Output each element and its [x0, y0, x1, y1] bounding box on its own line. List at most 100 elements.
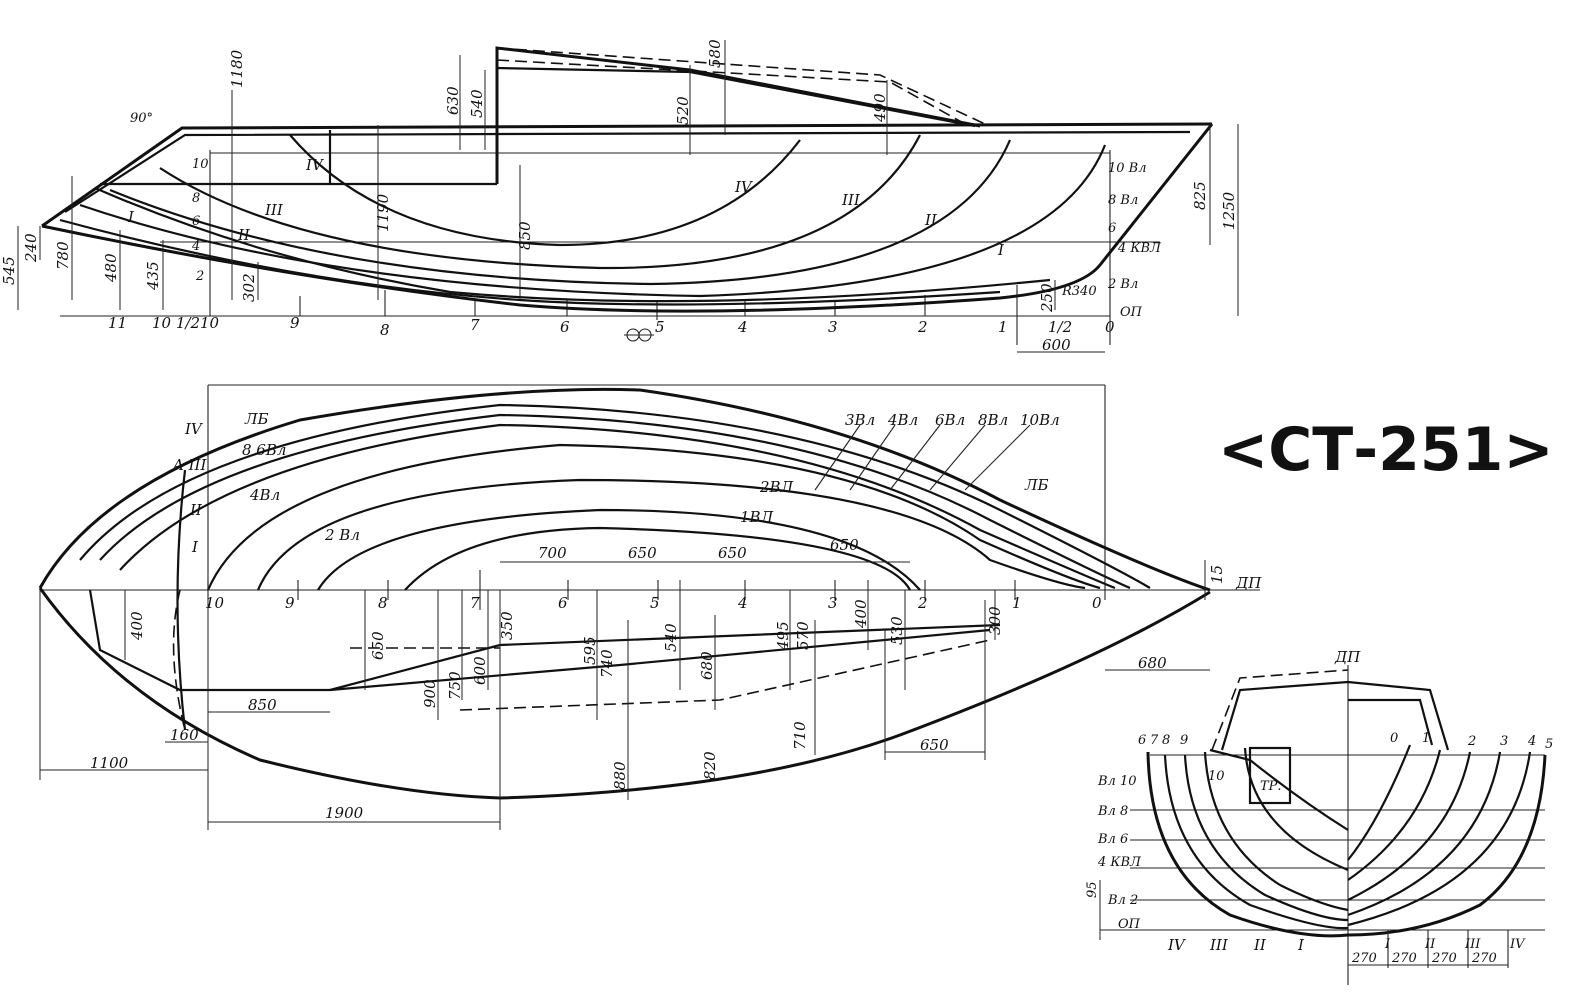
body-spacing-4: 270	[1471, 951, 1497, 966]
body-spacing-3: 270	[1431, 951, 1457, 966]
body-spacing-1: 270	[1351, 951, 1377, 966]
deck-edge	[64, 130, 1191, 213]
dim-1180: 1180	[228, 49, 246, 88]
plan-dim-160: 160	[170, 726, 199, 744]
body-cabin-top	[1220, 680, 1450, 751]
section-4	[1347, 751, 1532, 927]
plan-dim-740: 740	[598, 649, 616, 678]
plan-dim-700: 700	[538, 544, 567, 562]
body-wl-8-label: Вл 8	[1097, 804, 1128, 819]
wl-10-right: 10 Вл	[1108, 161, 1147, 176]
dim-1190: 1190	[374, 193, 392, 232]
station-0: 0	[1105, 318, 1115, 336]
body-station-9: 9	[1180, 733, 1188, 748]
transom-box	[1248, 746, 1292, 805]
section-0	[1347, 744, 1412, 861]
wl-4-right: 4 КВЛ	[1117, 241, 1162, 256]
body-buttock-III-right: III	[1464, 937, 1481, 952]
body-buttock-I-left: I	[1297, 936, 1305, 954]
body-wl-4-label: 4 КВЛ	[1097, 855, 1142, 870]
plan-dim-650-b: 650	[718, 544, 747, 562]
plan-label-6vl: 6Вл	[935, 411, 965, 429]
plan-dim-650-left: 650	[369, 631, 387, 660]
plan-station-10: 10	[205, 594, 225, 612]
plan-dim-710: 710	[791, 721, 809, 750]
plan-dim-820: 820	[701, 751, 719, 780]
body-station-0: 0	[1390, 731, 1398, 746]
station-3: 3	[828, 318, 838, 336]
transom-dashed	[172, 589, 186, 731]
station-10: 10	[200, 314, 220, 332]
sheer-line	[41, 122, 1213, 228]
plan-station-0: 0	[1092, 594, 1102, 612]
plan-label-4vl-left: 4Вл	[249, 486, 280, 504]
wl-10-left: 10	[192, 157, 209, 172]
wl-2-right: 2 Вл	[1107, 277, 1138, 292]
body-buttock-IV-right: IV	[1509, 937, 1526, 952]
wl-2-plan	[317, 508, 921, 591]
plan-label-2vl: 2 Вл	[324, 526, 360, 544]
windshield-lower	[496, 66, 976, 128]
buttock-III-side	[159, 134, 921, 270]
dim-250: 250	[1038, 283, 1056, 313]
plan-dim-300: 300	[986, 606, 1004, 635]
plan-dim-595: 595	[581, 636, 599, 665]
side-dimension-lines	[17, 40, 1239, 353]
plan-station-5: 5	[650, 594, 660, 612]
section-8	[1183, 754, 1349, 922]
plan-dim-540: 540	[662, 623, 680, 652]
cockpit-outline	[88, 589, 1001, 692]
station-5: 5	[655, 318, 665, 336]
station-9: 9	[290, 314, 300, 332]
plan-label-1vl: 1ВЛ	[740, 508, 774, 526]
plan-label-4vl: 4Вл	[887, 411, 918, 429]
body-buttock-I-right: I	[1384, 937, 1391, 952]
wl-6-right: 6	[1108, 221, 1116, 236]
dim-520: 520	[674, 96, 692, 125]
midship-symbol-icon	[624, 328, 654, 342]
plan-label-lb-left: ЛБ	[244, 410, 269, 428]
body-buttock-II-left: II	[1253, 936, 1267, 954]
buttock-label-IV-b: IV	[734, 178, 754, 196]
plan-dim-750: 750	[446, 671, 464, 700]
plan-dim-650-right: 650	[920, 736, 949, 754]
body-dim-95: 95	[1085, 881, 1100, 898]
buttock-II-side	[109, 139, 1012, 286]
body-station-6: 6	[1138, 733, 1146, 748]
plan-dimension-lines	[39, 560, 1210, 830]
plan-dim-600: 600	[471, 656, 489, 685]
plan-dim-650-c: 650	[830, 536, 859, 554]
dim-630: 630	[444, 86, 462, 115]
plan-dim-1900: 1900	[325, 804, 364, 822]
wl-8-plan	[99, 413, 1131, 590]
wl-1-plan	[404, 526, 911, 591]
body-station-10: 10	[1208, 769, 1225, 784]
dim-825: 825	[1191, 181, 1209, 210]
section-9	[1203, 751, 1349, 912]
dim-R340: R340	[1061, 284, 1097, 299]
sheer-plan-lower	[38, 587, 1211, 800]
cockpit-inner	[329, 628, 991, 692]
body-transom-label: ТР.	[1260, 779, 1282, 794]
section-3	[1347, 751, 1502, 917]
dim-850: 850	[516, 221, 534, 250]
station-4: 4	[737, 318, 748, 336]
dim-545: 545	[0, 256, 18, 285]
buttock-label-III-b: III	[841, 191, 861, 209]
plan-buttock-IV: IV	[184, 420, 204, 438]
body-cabin-dashed	[1211, 669, 1349, 751]
body-buttock-III-left: III	[1209, 936, 1229, 954]
plan-dim-350: 350	[498, 611, 516, 640]
angle-90: 90°	[130, 111, 153, 126]
body-station-7: 7	[1150, 733, 1159, 748]
buttock-label-II-b: II	[924, 211, 938, 229]
model-title: <СТ-251>	[1218, 415, 1554, 485]
buttock-label-I-a: I	[127, 208, 135, 226]
body-label-dp: ДП	[1334, 648, 1361, 666]
windshield-dashed-2	[496, 59, 966, 125]
plan-dim-680: 680	[1138, 654, 1167, 672]
plan-dim-850: 850	[248, 696, 277, 714]
body-station-1: 1	[1422, 731, 1430, 746]
wl-4-plan	[206, 443, 1101, 591]
